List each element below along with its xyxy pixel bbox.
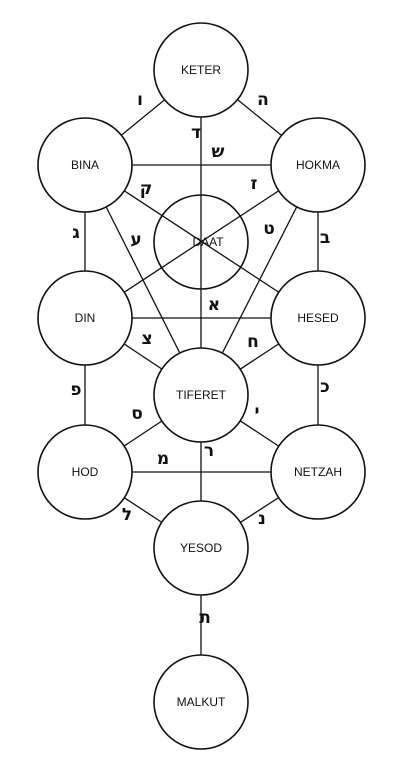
- label-tiferet: TIFERET: [176, 388, 227, 402]
- node-yesod: YESOD: [153, 500, 249, 596]
- letter-keter-tiferet: ד: [191, 123, 201, 143]
- label-hod: HOD: [72, 465, 99, 479]
- letter-din-hesed: א: [208, 295, 220, 315]
- node-malkut: MALKUT: [153, 654, 249, 750]
- label-daat: DAAT: [192, 235, 224, 249]
- letter-hesed-netzah: כ: [320, 377, 330, 397]
- letter-hod-netzah: מ: [157, 449, 169, 469]
- letter-hokma-hesed: ב: [320, 228, 330, 248]
- letter-din-hod: פ: [70, 380, 81, 400]
- sefirot-nodes: KETER BINA HOKMA DIN HESED TIFERET HOD: [37, 22, 366, 750]
- letter-tiferet-hod: ס: [131, 404, 143, 424]
- label-keter: KETER: [181, 63, 221, 77]
- letter-hokma-tiferet: ט: [263, 219, 275, 239]
- label-malkut: MALKUT: [177, 695, 226, 709]
- node-hesed: HESED: [270, 270, 366, 366]
- label-din: DIN: [75, 311, 96, 325]
- letter-keter-hokma: ה: [257, 90, 269, 110]
- letter-bina-tiferet: ע: [130, 230, 141, 250]
- node-hokma: HOKMA: [270, 117, 366, 213]
- letter-bina-din: ג: [72, 223, 80, 243]
- node-tiferet: TIFERET: [153, 347, 249, 443]
- path-letters: ו ה ד ש ק ז ג ע ט ב א צ ח פ כ ס י ר מ ל …: [70, 90, 330, 628]
- node-hod: HOD: [37, 424, 133, 520]
- letter-keter-bina: ו: [137, 90, 143, 110]
- letter-tiferet-netzah: י: [254, 402, 259, 422]
- label-hokma: HOKMA: [296, 158, 340, 172]
- node-keter: KETER: [153, 22, 249, 118]
- letter-netzah-yesod: נ: [258, 509, 266, 529]
- letter-hokma-daat: ז: [251, 174, 258, 194]
- letter-yesod-malkut: ת: [199, 608, 211, 628]
- letter-bina-daat: ק: [140, 179, 153, 199]
- letter-din-tiferet: צ: [141, 329, 152, 349]
- letter-bina-hokma: ש: [212, 142, 225, 162]
- letter-tiferet-yesod: ר: [204, 441, 214, 461]
- label-yesod: YESOD: [180, 541, 222, 555]
- label-bina: BINA: [71, 158, 99, 172]
- node-bina: BINA: [37, 117, 133, 213]
- letter-hesed-tiferet: ח: [247, 332, 259, 352]
- label-netzah: NETZAH: [294, 465, 342, 479]
- label-hesed: HESED: [297, 311, 339, 325]
- daat-circle: [153, 194, 249, 290]
- node-din: DIN: [37, 270, 133, 366]
- letter-hod-yesod: ל: [122, 505, 132, 525]
- node-netzah: NETZAH: [270, 424, 366, 520]
